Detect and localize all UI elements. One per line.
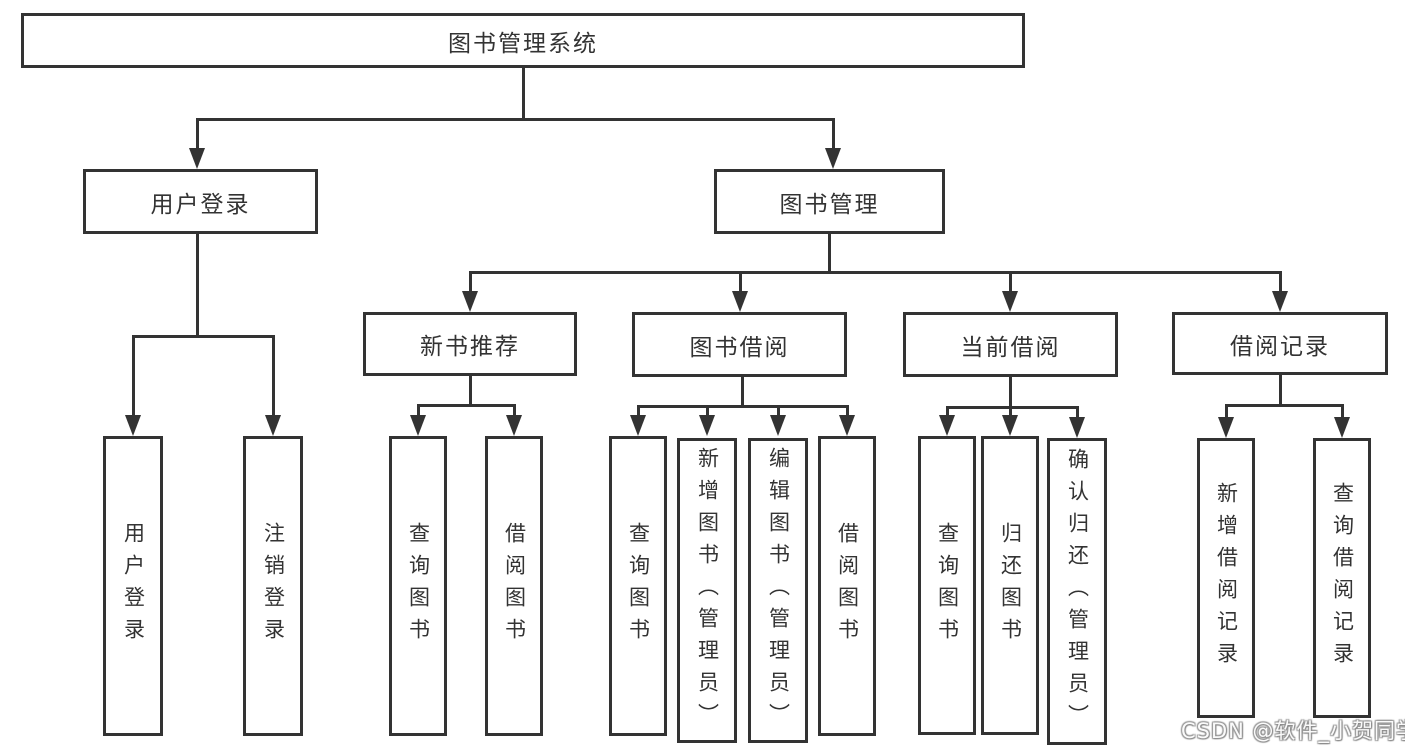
edge-bb-leaf3-shaft <box>776 405 780 416</box>
leaf-nb-query-books: 查询图书 <box>389 436 447 736</box>
edge-br-leaf1-arrowhead <box>1218 417 1234 438</box>
edge-to-new-book-shaft <box>468 271 472 292</box>
leaf-cb-return-books: 归还图书 <box>981 436 1039 735</box>
edge-br-leaf2-arrowhead <box>1334 417 1350 438</box>
edge-nb-leaf1-shaft <box>416 404 420 416</box>
edge-current-borrow-split <box>945 406 1079 409</box>
edge-to-login-leaf-arrowhead <box>125 415 141 436</box>
edge-borrow-record-stub <box>1278 375 1282 406</box>
edge-cb-leaf2-arrowhead <box>1002 415 1018 436</box>
edge-to-user-login-arrowhead <box>189 148 205 169</box>
edge-current-borrow-stub <box>1008 377 1012 408</box>
edge-bb-leaf4-shaft <box>845 405 849 416</box>
leaf-bb-add-books-admin: 新增图书（管理员） <box>677 438 737 743</box>
edge-to-logout-leaf-shaft <box>271 335 275 417</box>
edge-to-book-borrow-arrowhead <box>732 291 748 312</box>
edge-book-borrow-split <box>636 405 849 408</box>
edge-bb-leaf1-arrowhead <box>630 415 646 436</box>
edge-book-borrow-stub <box>740 377 744 407</box>
node-library-management-system: 图书管理系统 <box>21 13 1025 68</box>
edge-bb-leaf1-shaft <box>636 405 640 416</box>
edge-to-book-management-arrowhead <box>825 148 841 169</box>
edge-book-management-stub <box>828 234 831 274</box>
edge-book-management-split <box>468 271 1282 274</box>
node-current-borrowing: 当前借阅 <box>903 312 1118 377</box>
node-new-book-recommend: 新书推荐 <box>363 312 577 376</box>
leaf-bb-query-books: 查询图书 <box>609 436 667 736</box>
leaf-bb-borrow-books: 借阅图书 <box>818 436 876 736</box>
edge-bb-leaf3-arrowhead <box>770 415 786 436</box>
edge-to-user-login-shaft <box>195 118 199 149</box>
edge-to-borrow-record-shaft <box>1278 271 1282 292</box>
leaf-br-add-record: 新增借阅记录 <box>1197 438 1255 718</box>
edge-cb-leaf1-arrowhead <box>939 415 955 436</box>
edge-cb-leaf2-shaft <box>1008 406 1012 416</box>
edge-bb-leaf2-shaft <box>705 405 709 416</box>
csdn-watermark: CSDN @软件_小贺同学 <box>1181 719 1405 743</box>
edge-cb-leaf3-shaft <box>1075 406 1079 418</box>
leaf-cb-confirm-return-admin: 确认归还（管理员） <box>1047 438 1107 745</box>
edge-br-leaf2-shaft <box>1340 404 1344 419</box>
leaf-logout: 注销登录 <box>243 436 303 736</box>
node-borrowing-records: 借阅记录 <box>1172 312 1388 375</box>
leaf-br-query-record: 查询借阅记录 <box>1313 438 1371 718</box>
edge-bb-leaf2-arrowhead <box>699 415 715 436</box>
leaf-nb-borrow-books: 借阅图书 <box>485 436 543 736</box>
edge-new-book-stub <box>468 376 472 407</box>
edge-br-leaf1-shaft <box>1224 404 1228 419</box>
edge-root-trunk <box>521 68 525 121</box>
edge-user-login-split <box>131 335 275 338</box>
edge-to-logout-leaf-arrowhead <box>265 415 281 436</box>
edge-to-current-borrow-arrowhead <box>1002 291 1018 312</box>
edge-new-book-split <box>416 404 516 407</box>
edge-to-book-borrow-shaft <box>738 271 742 292</box>
edge-nb-leaf2-shaft <box>512 404 516 416</box>
edge-root-split <box>195 118 835 121</box>
node-user-login: 用户登录 <box>83 169 318 234</box>
edge-borrow-record-split <box>1224 404 1344 407</box>
edge-user-login-stub <box>196 234 199 338</box>
edge-cb-leaf3-arrowhead <box>1069 417 1085 438</box>
edge-nb-leaf2-arrowhead <box>506 415 522 436</box>
leaf-user-login: 用户登录 <box>103 436 163 736</box>
node-book-borrowing: 图书借阅 <box>632 312 847 377</box>
edge-cb-leaf1-shaft <box>945 406 949 416</box>
leaf-bb-edit-books-admin: 编辑图书（管理员） <box>748 438 808 743</box>
edge-to-borrow-record-arrowhead <box>1272 291 1288 312</box>
edge-to-book-management-shaft <box>831 118 835 149</box>
edge-to-current-borrow-shaft <box>1008 271 1012 292</box>
edge-bb-leaf4-arrowhead <box>839 415 855 436</box>
edge-to-new-book-arrowhead <box>462 291 478 312</box>
leaf-cb-query-books: 查询图书 <box>918 436 976 735</box>
edge-to-login-leaf-shaft <box>131 335 135 417</box>
edge-nb-leaf1-arrowhead <box>410 415 426 436</box>
node-book-management: 图书管理 <box>714 169 945 234</box>
